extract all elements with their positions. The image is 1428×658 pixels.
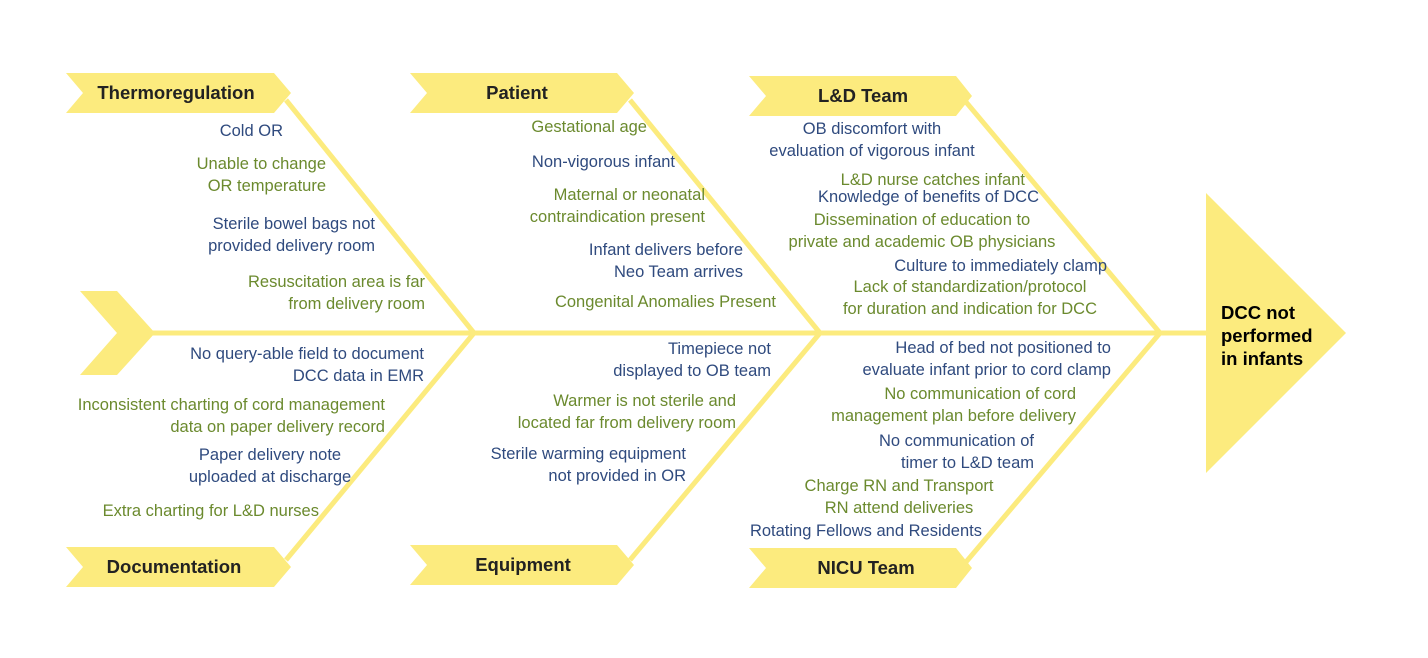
cause-nicu-4: Charge RN and Transport RN attend delive… xyxy=(804,477,994,517)
cause-patient-4: Infant delivers before Neo Team arrives xyxy=(588,241,743,281)
bone-thermoregulation xyxy=(284,98,476,335)
category-equipment: Equipment xyxy=(475,554,571,575)
cause-patient-3: Maternal or neonatal contraindication pr… xyxy=(529,186,705,226)
bone-patient xyxy=(628,98,822,335)
bone-nicu-team xyxy=(964,331,1162,564)
cause-ld-5: Culture to immediately clamp xyxy=(894,257,1107,275)
cause-doc-1: No query-able field to document DCC data… xyxy=(190,345,424,385)
cause-thermo-1: Cold OR xyxy=(219,122,283,140)
banner-documentation xyxy=(66,547,291,587)
banner-ld-team xyxy=(749,76,972,116)
cause-doc-2: Inconsistent charting of cord management… xyxy=(77,396,385,436)
cause-equip-3: Sterile warming equipment not provided i… xyxy=(490,445,686,485)
cause-nicu-1: Head of bed not positioned to evaluate i… xyxy=(862,339,1111,379)
banner-thermoregulation xyxy=(66,73,291,113)
banner-nicu-team xyxy=(749,548,972,588)
head-label: DCC not performed in infants xyxy=(1221,302,1313,369)
cause-ld-3: Knowledge of benefits of DCC xyxy=(817,188,1039,206)
banner-equipment xyxy=(410,545,634,585)
cause-doc-4: Extra charting for L&D nurses xyxy=(102,502,319,520)
category-nicu-team: NICU Team xyxy=(817,557,915,578)
cause-ld-1: OB discomfort with evaluation of vigorou… xyxy=(769,120,975,160)
tail-chevron xyxy=(80,291,155,375)
category-patient: Patient xyxy=(486,82,548,103)
cause-thermo-4: Resuscitation area is far from delivery … xyxy=(248,273,425,313)
cause-thermo-2: Unable to change OR temperature xyxy=(196,155,326,195)
cause-thermo-3: Sterile bowel bags not provided delivery… xyxy=(208,215,375,255)
cause-ld-4: Dissemination of education to private an… xyxy=(788,211,1056,251)
cause-patient-5: Congenital Anomalies Present xyxy=(554,293,776,311)
category-documentation: Documentation xyxy=(106,556,242,577)
cause-nicu-3: No communication of timer to L&D team xyxy=(879,432,1034,472)
cause-nicu-5: Rotating Fellows and Residents xyxy=(749,522,982,540)
cause-ld-6: Lack of standardization/protocol for dur… xyxy=(842,278,1098,318)
cause-ld-2: L&D nurse catches infant xyxy=(840,171,1025,189)
cause-nicu-2: No communication of cord management plan… xyxy=(831,385,1076,425)
cause-patient-1: Gestational age xyxy=(531,118,647,136)
cause-equip-2: Warmer is not sterile and located far fr… xyxy=(517,392,736,432)
category-ld-team: L&D Team xyxy=(817,85,909,106)
cause-equip-1: Timepiece not displayed to OB team xyxy=(613,340,771,380)
banner-patient xyxy=(410,73,634,113)
fish-head xyxy=(1206,193,1346,473)
cause-doc-3: Paper delivery note uploaded at discharg… xyxy=(188,446,352,486)
cause-patient-2: Non-vigorous infant xyxy=(531,153,675,171)
category-thermoregulation: Thermoregulation xyxy=(97,82,255,103)
bone-ld-team xyxy=(964,100,1162,335)
bone-equipment xyxy=(628,331,822,562)
bone-documentation xyxy=(284,331,476,562)
